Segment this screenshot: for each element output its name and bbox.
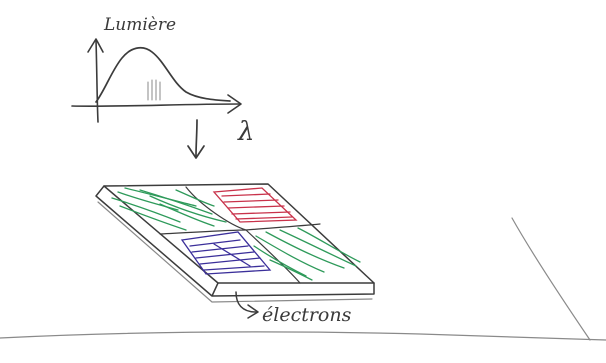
y-axis [96, 40, 98, 122]
electrons-label: électrons [262, 304, 352, 326]
table-corner-line [512, 218, 590, 340]
wavelength-label: λ [237, 117, 254, 147]
sensor-chip [96, 184, 374, 302]
spectrum-plot: λ Lumière [72, 15, 254, 147]
green-quadrant-2 [254, 228, 360, 280]
light-label: Lumière [103, 15, 176, 35]
red-quadrant [214, 188, 296, 222]
spectrum-curve [96, 48, 230, 102]
down-arrow-icon [188, 120, 204, 158]
table-edge [0, 332, 606, 340]
blue-quadrant [182, 232, 270, 274]
spectrum-hatch [148, 80, 160, 100]
